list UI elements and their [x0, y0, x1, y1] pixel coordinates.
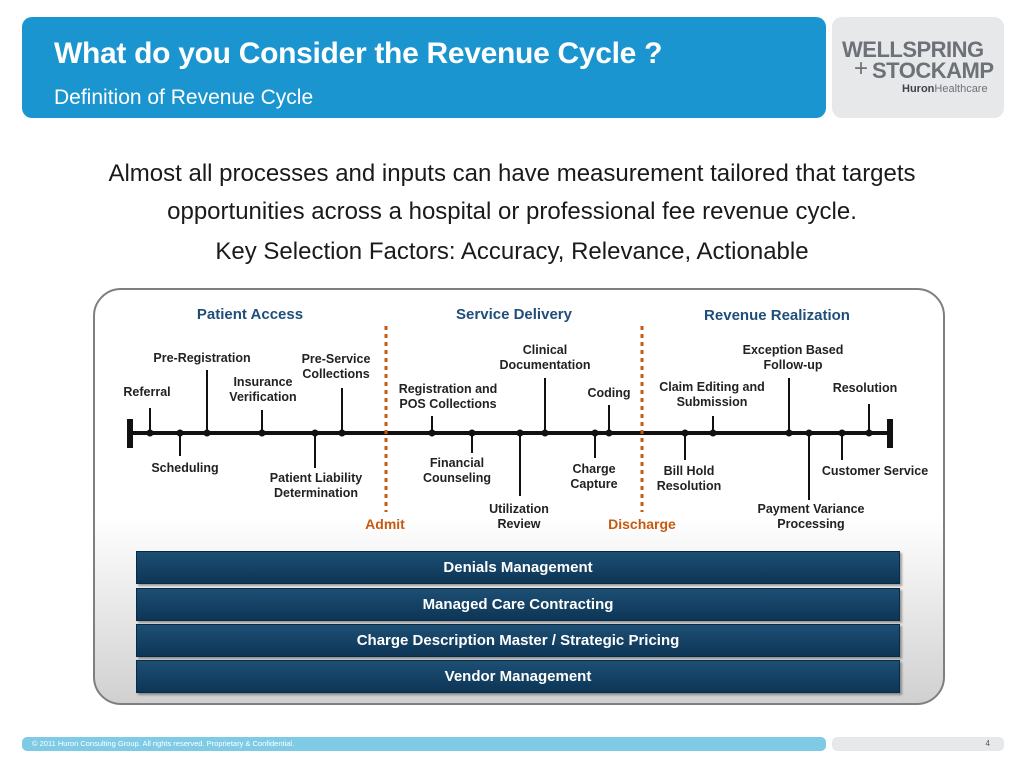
bar-managed-care-contracting: Managed Care Contracting — [136, 588, 900, 621]
label-registration-pos: Registration and POS Collections — [398, 382, 498, 411]
intro-text: Almost all processes and inputs can have… — [108, 160, 916, 225]
logo-line-2: STOCKAMP — [872, 58, 994, 83]
page-number-box: 4 — [832, 737, 1004, 751]
copyright-text: © 2011 Huron Consulting Group. All right… — [32, 739, 295, 748]
company-logo: WELLSPRING + STOCKAMP HuronHealthcare — [832, 17, 1004, 118]
label-payment-variance: Payment Variance Processing — [757, 502, 865, 531]
header-banner: What do you Consider the Revenue Cycle ?… — [22, 17, 826, 118]
marker-discharge: Discharge — [608, 516, 676, 532]
label-scheduling: Scheduling — [151, 461, 219, 475]
label-financial-counseling: Financial Counseling — [422, 456, 492, 485]
logo-line-1: WELLSPRING — [842, 37, 984, 62]
logo-plus: + — [854, 55, 869, 82]
label-charge-capture: Charge Capture — [570, 462, 618, 491]
logo-huron-healthcare: HuronHealthcare — [902, 83, 988, 95]
marker-admit: Admit — [365, 516, 405, 532]
label-pre-service-collections: Pre-Service Collections — [301, 352, 371, 381]
label-claim-editing: Claim Editing and Submission — [659, 380, 765, 409]
label-pre-registration: Pre-Registration — [153, 351, 251, 365]
label-clinical-documentation: Clinical Documentation — [499, 343, 591, 372]
page-number: 4 — [985, 739, 990, 748]
label-insurance-verification: Insurance Verification — [229, 375, 297, 404]
bar-charge-description-master: Charge Description Master / Strategic Pr… — [136, 624, 900, 657]
label-coding: Coding — [587, 386, 631, 400]
label-patient-liability: Patient Liability Determination — [269, 471, 363, 500]
label-exception-follow-up: Exception Based Follow-up — [742, 343, 844, 372]
footer-bar: © 2011 Huron Consulting Group. All right… — [22, 737, 826, 751]
phase-patient-access: Patient Access — [196, 306, 304, 323]
label-bill-hold: Bill Hold Resolution — [656, 464, 722, 493]
key-selection-factors: Key Selection Factors: Accuracy, Relevan… — [215, 238, 809, 265]
bar-vendor-management: Vendor Management — [136, 660, 900, 693]
phase-revenue-realization: Revenue Realization — [704, 307, 850, 324]
phase-service-delivery: Service Delivery — [456, 306, 572, 323]
label-customer-service: Customer Service — [821, 464, 929, 478]
page-subtitle: Definition of Revenue Cycle — [54, 86, 314, 109]
label-utilization-review: Utilization Review — [489, 502, 549, 531]
label-referral: Referral — [123, 385, 171, 399]
bar-denials-management: Denials Management — [136, 551, 900, 584]
page-title: What do you Consider the Revenue Cycle ? — [54, 37, 663, 70]
label-resolution: Resolution — [832, 381, 898, 395]
